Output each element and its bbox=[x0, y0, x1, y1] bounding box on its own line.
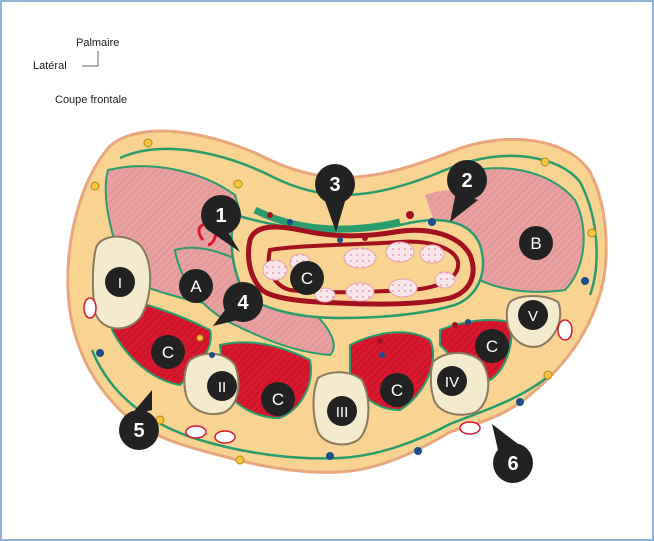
flexor-tendons bbox=[246, 224, 476, 307]
svg-text:2: 2 bbox=[461, 170, 472, 192]
svg-text:5: 5 bbox=[133, 420, 144, 442]
label-C-central: C bbox=[301, 269, 313, 288]
label-III-marker bbox=[327, 396, 357, 426]
callout-pins: 1 2 3 4 5 6 bbox=[119, 160, 533, 483]
label-C-third: C bbox=[391, 381, 403, 400]
callout-3: 3 bbox=[315, 164, 355, 232]
label-V-marker bbox=[518, 300, 548, 330]
svg-text:4: 4 bbox=[237, 292, 249, 314]
label-C-central-marker bbox=[290, 261, 324, 295]
label-IV-marker bbox=[437, 366, 467, 396]
label-C-hypothenar-deep-marker bbox=[475, 329, 509, 363]
label-C-second-marker bbox=[261, 382, 295, 416]
callout-4: 4 bbox=[213, 282, 263, 326]
label-II-marker bbox=[207, 371, 237, 401]
callout-2: 2 bbox=[447, 160, 487, 222]
label-metacarpal-II: II bbox=[218, 379, 226, 396]
label-metacarpal-I: I bbox=[118, 275, 122, 292]
orientation-palmaire: Palmaire bbox=[76, 37, 120, 49]
svg-text:6: 6 bbox=[507, 453, 518, 475]
label-C-thenar-deep-marker bbox=[151, 335, 185, 369]
label-B: B bbox=[530, 234, 541, 253]
label-metacarpal-IV: IV bbox=[445, 374, 459, 391]
label-B-marker bbox=[519, 226, 553, 260]
label-A: A bbox=[190, 277, 202, 296]
label-metacarpal-V: V bbox=[528, 308, 538, 325]
svg-text:3: 3 bbox=[329, 174, 340, 196]
vessels-and-nerves bbox=[83, 138, 597, 465]
svg-text:1: 1 bbox=[215, 205, 226, 227]
label-C-third-marker bbox=[380, 373, 414, 407]
label-metacarpal-III: III bbox=[336, 404, 349, 421]
callout-6: 6 bbox=[492, 424, 533, 483]
callout-1: 1 bbox=[201, 195, 241, 252]
orientation-lateral: Latéral bbox=[33, 60, 67, 72]
structure-labels: A B C C C C C I II III IV V bbox=[105, 226, 553, 426]
label-C-hypothenar-deep: C bbox=[486, 337, 498, 356]
callout-5: 5 bbox=[119, 390, 159, 450]
label-C-second: C bbox=[272, 390, 284, 409]
label-A-marker bbox=[179, 269, 213, 303]
label-C-thenar-deep: C bbox=[162, 343, 174, 362]
label-I-marker bbox=[105, 267, 135, 297]
section-label: Coupe frontale bbox=[55, 94, 128, 106]
superficial-fascia bbox=[119, 147, 598, 296]
